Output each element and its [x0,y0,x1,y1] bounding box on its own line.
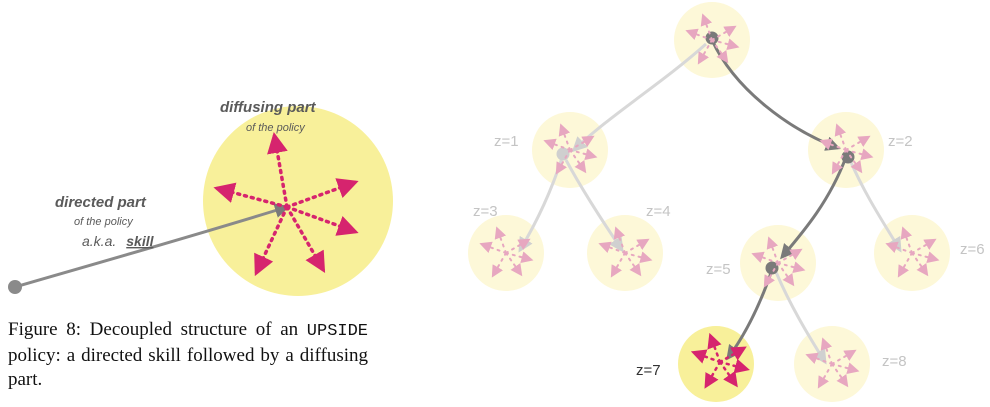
node-0-diffusing-arrow-6 [711,38,740,51]
tree-diffusing-arrows [479,13,940,389]
node-1-diffusing-arrow-1 [569,135,595,151]
skill-prefix: a.k.a. [82,233,116,249]
node-3-diffusing-arrow-3 [479,241,507,254]
diffusing-region-circle [203,106,393,296]
node-7-diffusing-arrow-6 [831,362,860,375]
node-3-diffusing-arrow-4 [505,252,523,277]
left-diagram: diffusing part of the policy directed pa… [8,99,393,296]
edge-z1-z4 [564,159,624,253]
directed-part-subtitle: of the policy [74,216,134,228]
node-5-diffusing-arrow-2 [766,236,779,264]
node-1-diffusing-arrow-6 [569,148,598,161]
node-5-diffusing-arrow-3 [751,251,779,264]
node-6-diffusing-arrow-3 [885,241,913,254]
label-z3: z=3 [473,203,498,220]
node-0-diffusing-arrow-3 [685,28,713,41]
node-5-diffusing-arrow-1 [777,248,803,264]
diffusing-arrow-5 [254,205,289,277]
node-3-diffusing-arrow-5 [491,252,507,278]
diffusing-arrow-6 [285,205,359,236]
label-z4: z=4 [646,203,671,220]
node-z5-dot [765,261,779,275]
diffusing-arrows [213,131,359,277]
node-0-diffusing-arrow-5 [697,39,713,65]
node-7-diffusing-arrow-2 [820,337,833,365]
node-0-diffusing-arrow-1 [711,25,737,41]
node-z7-diffusing-arrow-5 [704,360,722,389]
node-2-diffusing-arrow-5 [831,149,847,175]
node-4-diffusing-arrow-2 [613,226,626,254]
label-z5: z=5 [706,261,731,278]
node-6-diffusing-arrow-6 [911,251,940,264]
node-2-diffusing-arrow-6 [845,148,874,161]
label-z7: z=7 [636,362,661,379]
node-0-diffusing-arrow-4 [711,39,729,64]
node-4-diffusing-arrow-3 [598,241,626,254]
node-6-diffusing-arrow-5 [897,252,913,278]
directed-skill-path [14,203,290,289]
diffusing-arrow-4 [285,205,326,274]
label-z6: z=6 [960,241,985,258]
edge-z5-z8 [774,271,827,365]
start-state-dot [8,280,22,294]
node-5-diffusing-arrow-5 [763,262,779,288]
caption-prefix: Figure 8: Decoupled structure of an [8,319,299,340]
directed-part-title: directed part [55,194,147,211]
node-7-diffusing-arrow-5 [817,363,833,389]
node-4-diffusing-arrow-5 [610,252,626,278]
node-z7-diffusing-arrow-4 [718,360,738,388]
node-7-diffusing-arrow-1 [831,349,857,365]
node-7-diffusing-arrow-4 [831,363,849,388]
node-z7-diffusing-arrow-1 [718,346,747,364]
diffusing-part-subtitle: of the policy [246,122,306,134]
node-z7-diffusing-arrow-2 [707,332,722,364]
skill-word: skill [126,233,154,249]
diffusing-arrow-2 [267,131,289,209]
node-1-diffusing-arrow-2 [558,123,571,151]
node-z7-diffusing-arrow-6 [718,358,750,374]
node-7-diffusing-arrow-3 [805,352,833,365]
diffusing-arrow-3 [213,182,289,209]
diffusing-part-title: diffusing part [220,99,317,116]
label-z8: z=8 [882,353,907,370]
node-4-diffusing-arrow-6 [624,251,653,264]
label-z1: z=1 [494,133,519,150]
node-3-diffusing-arrow-1 [505,238,531,254]
node-1-diffusing-arrow-4 [569,149,587,174]
node-6-diffusing-arrow-1 [911,238,937,254]
node-2-diffusing-arrow-4 [845,149,863,174]
node-5-diffusing-arrow-6 [777,261,806,274]
edge-root-z1 [571,42,707,153]
figure-caption: Figure 8: Decoupled structure of an UPSI… [8,318,368,392]
skill-label: a.k.a. skill [82,233,155,250]
node-3-diffusing-arrow-6 [505,251,534,264]
skill-tree: z=1 z=2 z=3 z=4 z=5 z=6 z=7 z=8 [468,2,985,402]
caption-suffix: policy: a directed skill followed by a d… [8,345,368,390]
node-2-diffusing-arrow-3 [819,138,847,151]
node-z7-diffusing-arrow-3 [690,349,722,364]
node-3-diffusing-arrow-2 [494,226,507,254]
node-1-diffusing-arrow-3 [543,138,571,151]
node-2-diffusing-arrow-2 [834,123,847,151]
node-6-diffusing-arrow-2 [900,226,913,254]
node-5-diffusing-arrow-4 [777,262,795,287]
label-z2: z=2 [888,133,913,150]
node-0-diffusing-arrow-2 [700,13,713,41]
node-4-diffusing-arrow-4 [624,252,642,277]
node-2-diffusing-arrow-1 [845,135,871,151]
node-6-diffusing-arrow-4 [911,252,929,277]
diffusing-arrow-1 [285,178,359,209]
caption-code: UPSIDE [306,322,369,341]
node-4-diffusing-arrow-1 [624,238,650,254]
node-1-diffusing-arrow-5 [555,149,571,175]
